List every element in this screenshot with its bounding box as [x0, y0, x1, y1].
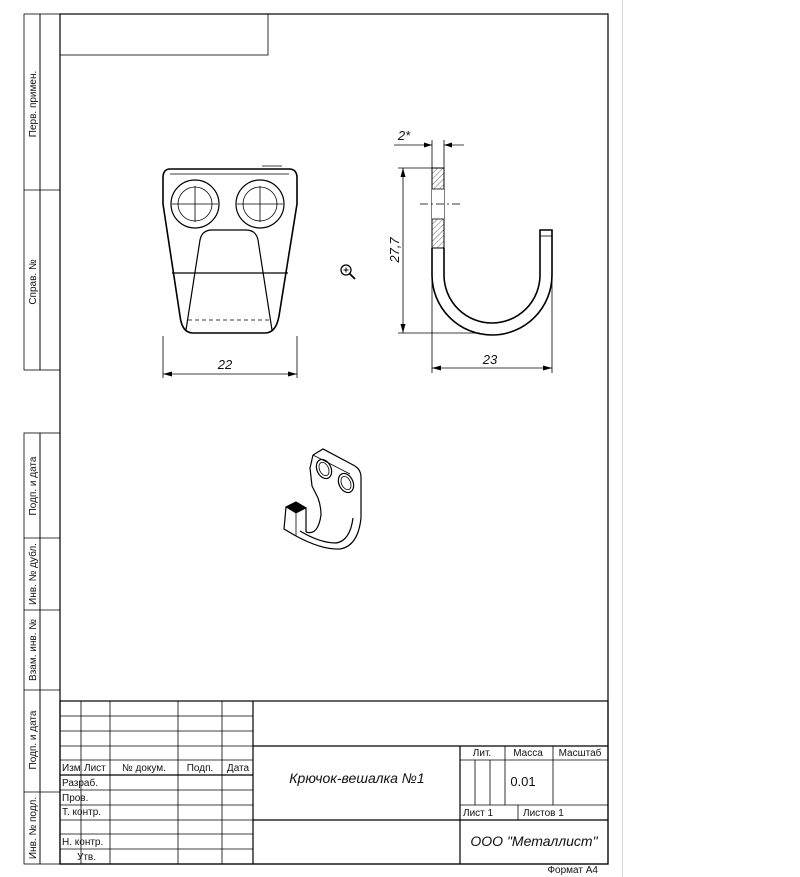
viewer-edge — [622, 0, 623, 877]
dim-thickness: 2* — [397, 128, 411, 143]
side-stamp-podp-data-1: Подп. и дата — [28, 456, 39, 515]
mass-value: 0.01 — [510, 774, 535, 789]
side-stamp-podp-data-2: Подп. и дата — [28, 710, 39, 769]
drawing-title: Крючок-вешалка №1 — [289, 770, 424, 786]
side-stamp-perv-primen: Перв. примен. — [28, 71, 39, 137]
row-nkontr: Н. контр. — [62, 837, 103, 848]
title-block: Изм Лист № докум. Подп. Дата Разраб. Про… — [59, 700, 609, 865]
side-stamp-vzam-inv: Взам. инв. № — [28, 619, 39, 681]
front-view: 22 — [162, 165, 298, 378]
col-data: Дата — [227, 763, 250, 774]
zoom-in-icon[interactable] — [340, 264, 356, 280]
sheet-label: Лист 1 — [463, 808, 494, 819]
format-label: Формат А4 — [547, 865, 598, 876]
col-list: Лист — [84, 763, 106, 774]
side-stamp-inv-dubl: Инв. № дубл. — [27, 543, 39, 605]
row-tkontr: Т. контр. — [62, 807, 101, 818]
scale-label: Масштаб — [559, 747, 602, 759]
dim-front-width: 22 — [217, 357, 233, 372]
lit-label: Лит. — [473, 748, 491, 759]
row-razrab: Разраб. — [62, 777, 98, 789]
row-utv: Утв. — [77, 852, 96, 863]
side-stamp: Перв. примен. Справ. № Подп. и дата Инв.… — [23, 13, 61, 865]
dim-side-height: 27,7 — [387, 237, 402, 264]
col-doc: № докум. — [122, 763, 166, 774]
side-stamp-sprav-no: Справ. № — [28, 259, 39, 305]
col-izm: Изм — [62, 763, 81, 774]
side-stamp-inv-podl: Инв. № подл. — [28, 797, 39, 859]
company-name: ООО "Металлист" — [470, 833, 598, 849]
sheets-label: Листов 1 — [523, 808, 564, 819]
side-view: 2* 27,7 23 — [387, 128, 553, 373]
dim-side-width: 23 — [482, 352, 498, 367]
mass-label: Масса — [513, 748, 543, 759]
isometric-view — [283, 448, 362, 550]
sheet-frame — [59, 13, 609, 865]
row-prov: Пров. — [62, 793, 88, 804]
col-podp: Подп. — [187, 763, 214, 774]
